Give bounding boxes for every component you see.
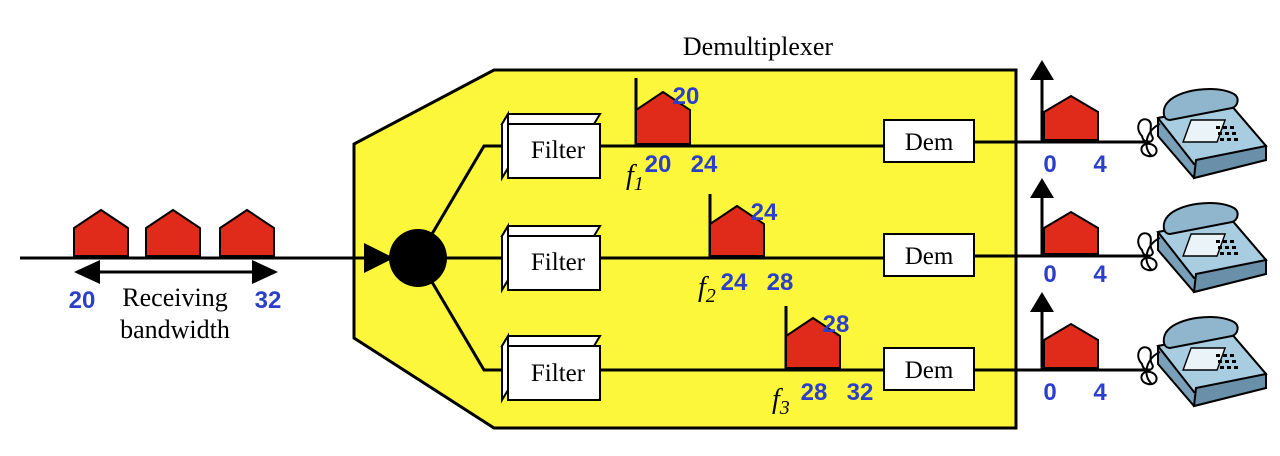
input-band-1 — [73, 208, 129, 257]
filter-label: Filter — [531, 249, 586, 276]
output-high-label: 4 — [1093, 261, 1107, 288]
bandwidth-label-line1: Receiving — [122, 283, 228, 312]
output-band — [1043, 322, 1099, 369]
telephone-icon — [1137, 315, 1267, 407]
output-low-label: 0 — [1043, 379, 1056, 406]
output-low-label: 0 — [1043, 261, 1056, 288]
diagram-title: Demultiplexer — [683, 32, 834, 61]
band-high-label: 32 — [847, 379, 874, 406]
dem-label: Dem — [905, 357, 954, 384]
output-high-label: 4 — [1093, 379, 1107, 406]
band-peak-label: 24 — [751, 199, 778, 226]
channel-band — [785, 316, 841, 369]
band-low-label: 20 — [645, 151, 672, 178]
dem-box — [883, 347, 975, 391]
telephone-icon — [1137, 201, 1267, 293]
band-peak-label: 20 — [673, 83, 700, 110]
band-low-label: 24 — [721, 269, 748, 296]
output-high-label: 4 — [1093, 151, 1107, 178]
output-axis-arrowhead — [1030, 292, 1054, 312]
dem-box — [883, 119, 975, 163]
filter-box — [507, 235, 601, 291]
input-high-freq: 32 — [255, 287, 282, 314]
output-band — [1043, 210, 1099, 255]
filter-box-3d-top — [500, 113, 602, 125]
carrier-label: f1 — [626, 160, 644, 195]
channel-band — [635, 90, 691, 145]
bandwidth-arrow-left-head — [74, 260, 100, 284]
carrier-label: f3 — [772, 384, 790, 419]
band-low-label: 28 — [801, 379, 828, 406]
bandwidth-arrow-right-head — [252, 260, 278, 284]
channel-1: Filter 20 f1 20 24 Dem 0 4 — [500, 60, 1267, 195]
dem-label: Dem — [905, 129, 954, 156]
band-high-label: 24 — [691, 151, 718, 178]
output-axis-arrowhead — [1030, 60, 1054, 80]
dem-label: Dem — [905, 243, 954, 270]
input-band-2 — [145, 208, 201, 257]
band-peak-label: 28 — [823, 311, 850, 338]
dem-box — [883, 233, 975, 277]
filter-label: Filter — [531, 360, 586, 387]
output-low-label: 0 — [1043, 151, 1056, 178]
input-spectrum — [73, 208, 275, 257]
filter-box-3d-top — [500, 335, 602, 347]
splitter-node — [389, 229, 447, 287]
channel-2: Filter 24 f2 24 28 Dem 0 4 — [500, 178, 1267, 307]
band-high-label: 28 — [767, 269, 794, 296]
receiving-bandwidth-label: Receiving bandwidth — [100, 282, 250, 346]
output-band — [1043, 94, 1099, 141]
output-axis-arrowhead — [1030, 178, 1054, 198]
filter-label: Filter — [531, 137, 586, 164]
channel-band — [709, 204, 765, 257]
filter-box — [507, 345, 601, 401]
input-band-3 — [219, 208, 275, 257]
filter-box-3d-top — [500, 225, 602, 237]
telephone-icon — [1137, 87, 1267, 179]
input-low-freq: 20 — [69, 287, 96, 314]
bandwidth-label-line2: bandwidth — [120, 315, 230, 344]
carrier-label: f2 — [698, 272, 716, 307]
filter-box — [507, 123, 601, 179]
channel-3: Filter 28 f3 28 32 Dem 0 4 — [500, 292, 1267, 419]
